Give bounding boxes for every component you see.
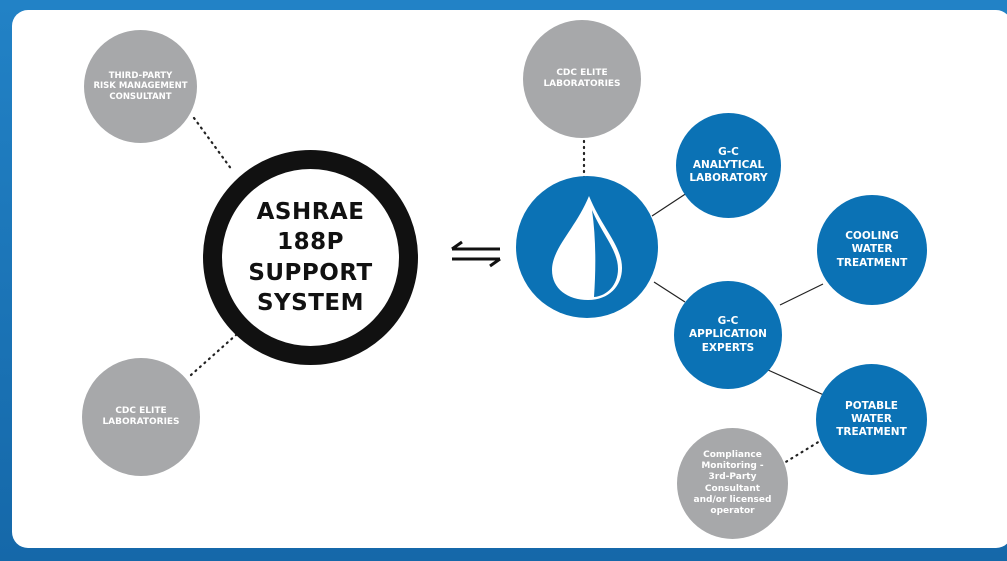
center-title: ASHRAE 188P SUPPORT SYSTEM [248,198,373,316]
node-cdc-elite-laboratories-top: CDC ELITE LABORATORIES [523,20,641,138]
node-potable-water-treatment: POTABLE WATER TREATMENT [816,364,927,475]
node-gc-analytical-laboratory: G-C ANALYTICAL LABORATORY [676,113,781,218]
link-cdc-left [189,333,238,377]
node-gc-application-experts: G-C APPLICATION EXPERTS [674,281,782,389]
drop-logo-icon [552,196,622,300]
link-compliance [774,439,822,470]
exchange-arrows-icon [451,240,501,268]
node-compliance-monitoring: Compliance Monitoring - 3rd-Party Consul… [677,428,788,539]
ashrae-188p-ring: ASHRAE 188P SUPPORT SYSTEM [203,150,418,365]
link-potable [767,369,827,397]
node-cdc-elite-laboratories-left: CDC ELITE LABORATORIES [82,358,200,476]
node-cooling-water-treatment: COOLING WATER TREATMENT [817,195,927,305]
gc-logo-circle [516,176,658,318]
link-application [653,281,686,303]
link-cooling [779,283,824,306]
node-third-party-consultant: THIRD-PARTY RISK MANAGEMENT CONSULTANT [84,30,197,143]
link-third-party [192,116,234,172]
